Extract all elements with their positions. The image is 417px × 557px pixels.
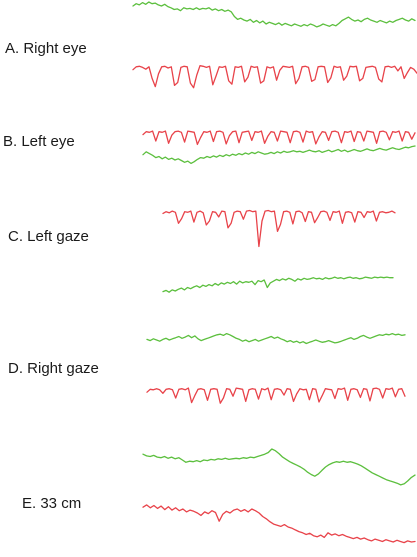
panel-d: D. Right gaze <box>8 360 99 377</box>
panel-a-label: A. Right eye <box>5 40 87 57</box>
panel-e: E. 33 cm <box>22 495 81 512</box>
panel-c-red-trace <box>162 209 396 248</box>
panel-b-green-trace <box>142 145 416 165</box>
panel-e-green-trace <box>142 448 416 486</box>
panel-c-label: C. Left gaze <box>8 228 89 245</box>
panel-a: A. Right eye <box>5 40 87 57</box>
panel-d-label: D. Right gaze <box>8 360 99 377</box>
panel-a-green-trace <box>132 1 416 28</box>
panel-b-label: B. Left eye <box>3 133 75 150</box>
panel-e-red-trace <box>142 504 416 544</box>
panel-b-red-trace <box>142 130 416 146</box>
traces-layer <box>132 1 417 544</box>
panel-b: B. Left eye <box>3 133 75 150</box>
panel-e-label: E. 33 cm <box>22 495 81 512</box>
panel-d-red-trace <box>146 387 406 404</box>
panel-a-red-trace <box>132 65 417 89</box>
panel-c: C. Left gaze <box>8 228 89 245</box>
panel-d-green-trace <box>146 332 406 345</box>
panel-c-green-trace <box>162 276 394 293</box>
